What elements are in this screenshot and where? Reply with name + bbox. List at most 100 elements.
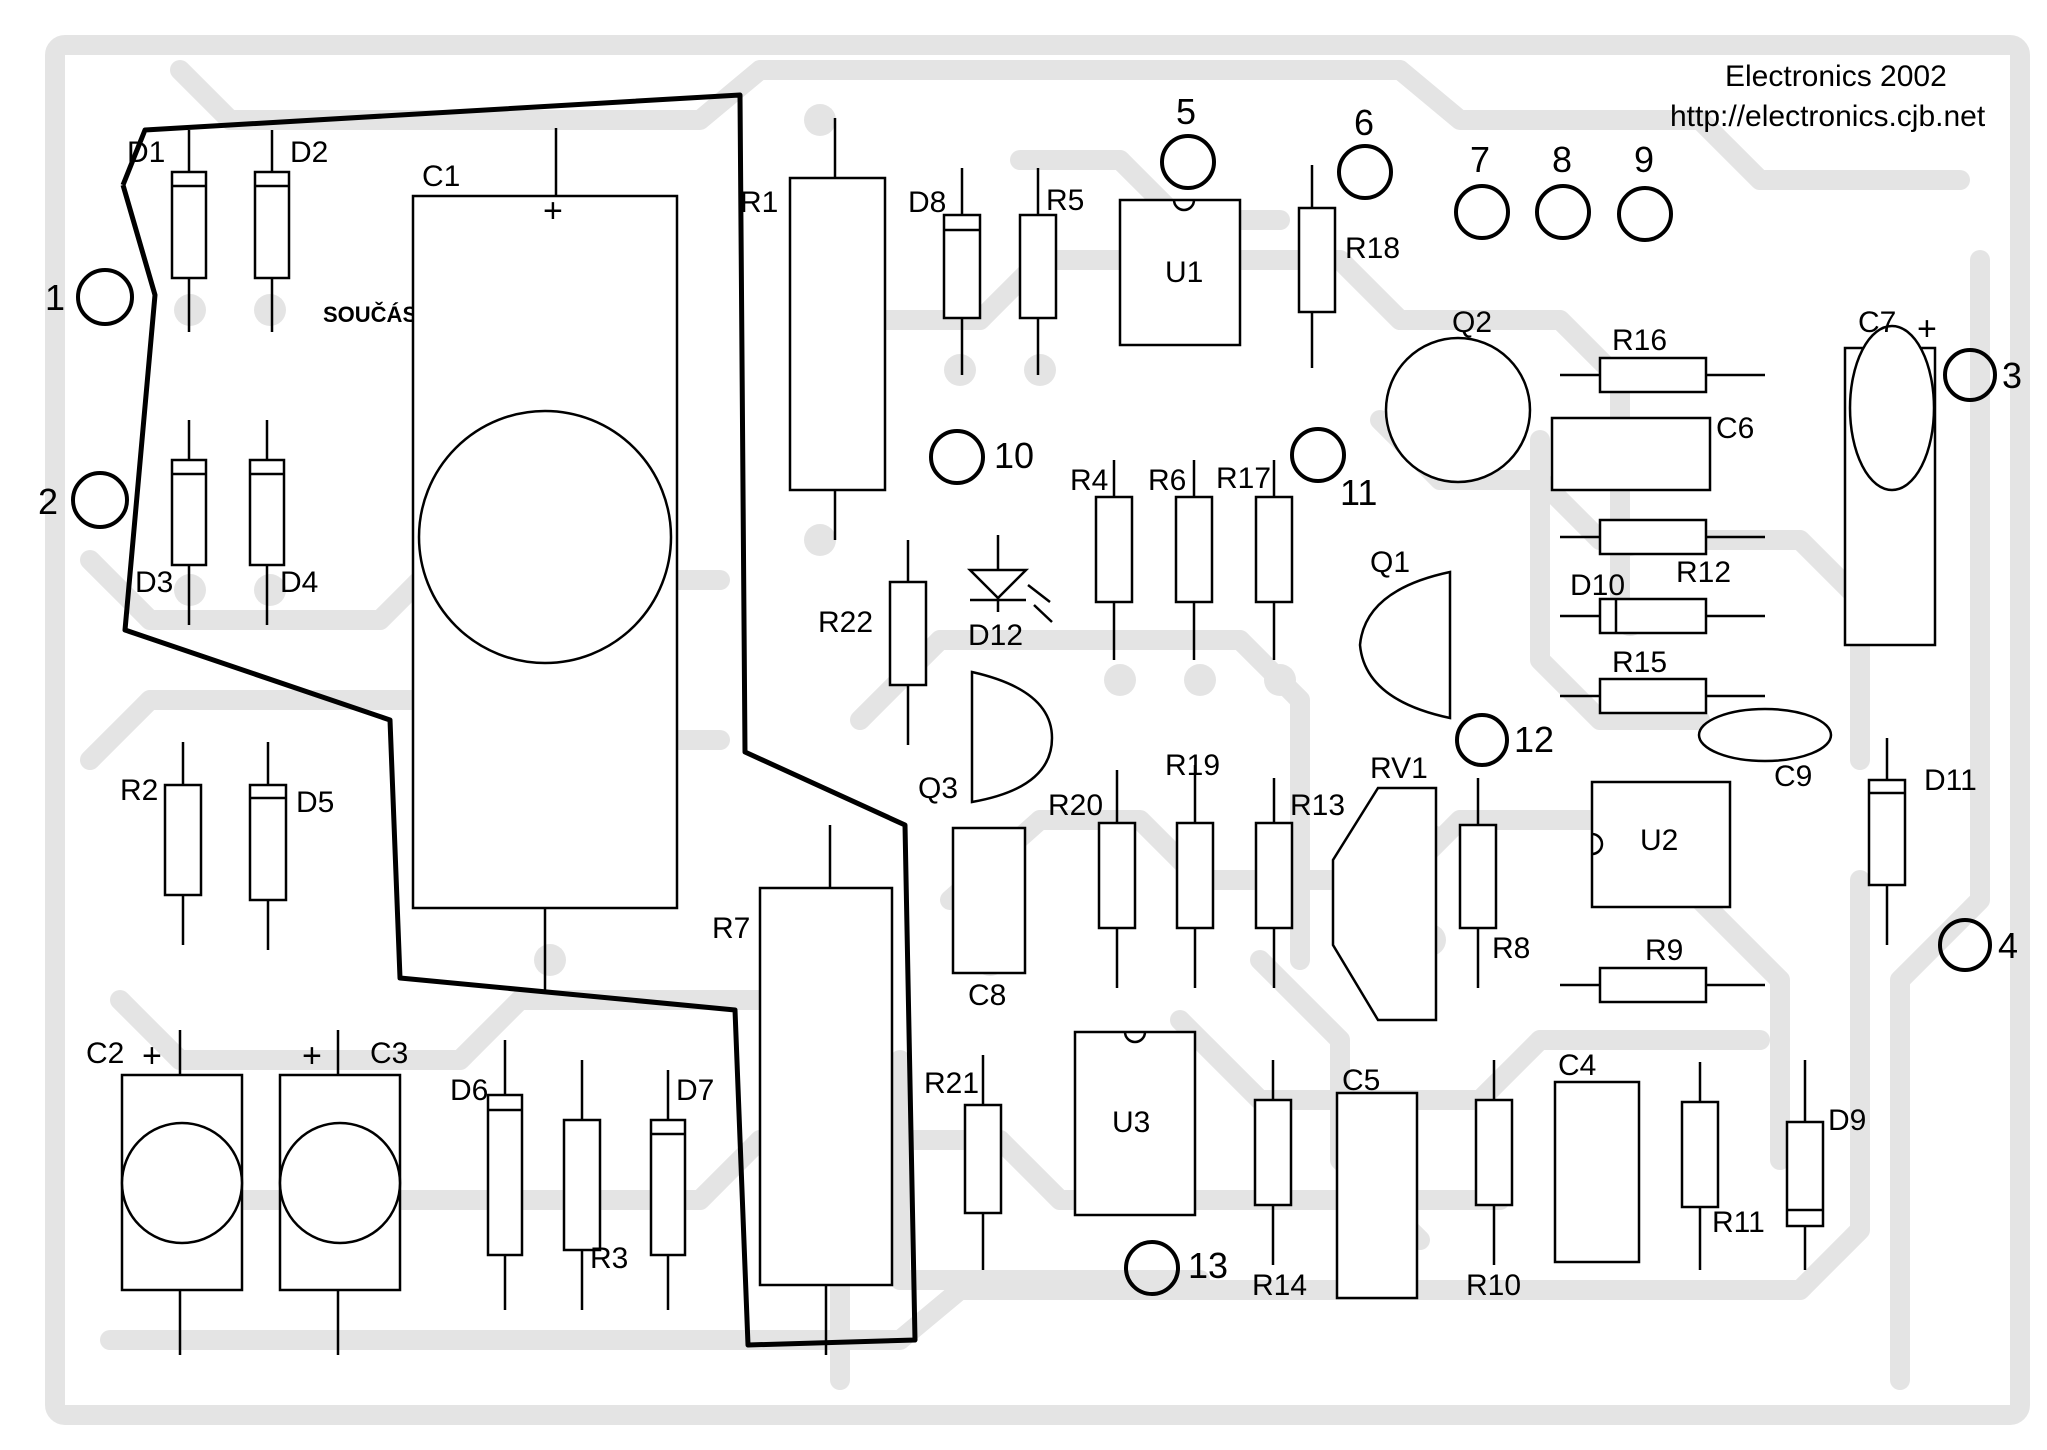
label-rv1: RV1 [1370,752,1428,785]
terminal-label: 5 [1176,91,1196,132]
resistor-r10 [1474,1060,1514,1265]
led-d12 [966,535,1053,623]
terminal-label: 4 [1998,925,2018,966]
resistor-r4 [1094,460,1134,660]
diode-d6 [486,1040,524,1310]
ic-u3 [1073,1030,1197,1217]
label-r10: R10 [1466,1269,1521,1302]
label-r9: R9 [1645,934,1683,967]
resistor-r13 [1254,778,1294,988]
terminal-label: 7 [1470,139,1490,180]
label-r7: R7 [712,912,750,945]
label-d3: D3 [135,566,173,599]
label-r1: R1 [740,186,778,219]
label-c5: C5 [1342,1064,1380,1097]
ic-u2 [1590,780,1732,909]
label-r21: R21 [924,1067,979,1100]
label-r13: R13 [1290,789,1345,822]
diode-d3 [170,420,208,625]
resistor-r2 [163,742,203,945]
label-d1: D1 [127,136,165,169]
label-r15: R15 [1612,646,1667,679]
label-c9: C9 [1774,760,1812,793]
resistor-r12 [1560,518,1765,556]
terminal-label: 1 [45,277,65,318]
diode-d9 [1785,1060,1825,1270]
terminal-5: 5 [1160,91,1216,190]
resistor-r15 [1560,677,1765,715]
resistor-r20 [1097,770,1137,988]
label-c1: C1 [422,160,460,193]
label-q2: Q2 [1452,306,1492,339]
label-r5: R5 [1046,184,1084,217]
label-r17: R17 [1216,462,1271,495]
label-d12: D12 [968,619,1023,652]
terminal-1: 1 [45,268,134,326]
transistor-q2 [1384,336,1532,484]
resistor-r18 [1297,165,1337,368]
label-c4: C4 [1558,1049,1596,1082]
capacitor-c8 [951,826,1027,975]
label-c2: C2 [86,1037,124,1070]
terminal-4: 4 [1938,918,2018,972]
terminal-label: 6 [1354,102,1374,143]
label-r22: R22 [818,606,873,639]
label-d4: D4 [280,566,318,599]
resistor-r7 [758,825,894,1355]
label-u3: U3 [1112,1106,1150,1139]
c1-plus-mark: + [543,192,563,230]
c3-plus-mark: + [302,1037,322,1075]
resistor-r21 [963,1055,1003,1270]
diode-d10 [1560,597,1765,635]
label-c3: C3 [370,1037,408,1070]
terminal-9: 9 [1617,139,1673,242]
label-r18: R18 [1345,232,1400,265]
capacitor-c1 [411,128,679,990]
resistor-r14 [1253,1060,1293,1265]
diode-d5 [248,742,288,950]
terminal-11: 11 [1290,427,1377,513]
label-q3: Q3 [918,772,958,805]
diode-d2 [253,130,291,332]
terminal-3: 3 [1943,348,2022,402]
label-r16: R16 [1612,324,1667,357]
capacitor-c4 [1553,1080,1641,1264]
capacitor-c6 [1550,416,1712,492]
capacitor-c3 [278,1030,402,1355]
label-r3: R3 [590,1242,628,1275]
label-d10: D10 [1570,569,1625,602]
label-r11: R11 [1712,1206,1765,1239]
label-r6: R6 [1148,464,1186,497]
trimmer-rv1 [1331,786,1438,1022]
header-url: http://electronics.cjb.net [1670,100,1986,133]
c2-plus-mark: + [142,1037,162,1075]
terminal-12: 12 [1455,713,1554,767]
resistor-r22 [888,540,928,745]
resistor-r19 [1175,765,1215,988]
terminal-8: 8 [1535,139,1591,240]
ic-u1 [1118,198,1242,347]
label-q1: Q1 [1370,546,1410,579]
transistor-q3 [970,670,1054,804]
terminal-7: 7 [1454,139,1510,240]
c7-plus-mark: + [1917,310,1937,348]
terminal-label: 13 [1188,1245,1228,1286]
resistor-r6 [1174,460,1214,660]
resistor-r11 [1680,1062,1720,1270]
label-c8: C8 [968,979,1006,1012]
diode-d11 [1867,738,1907,945]
label-r14: R14 [1252,1269,1307,1302]
label-r12: R12 [1676,556,1731,589]
label-r8: R8 [1492,932,1530,965]
off-board-outline [120,92,918,1348]
label-r2: R2 [120,774,158,807]
diode-d4 [248,420,286,625]
label-r19: R19 [1165,749,1220,782]
terminal-2: 2 [38,471,129,529]
resistor-r9 [1560,966,1765,1004]
capacitor-c9 [1697,707,1833,763]
resistor-r3 [562,1060,602,1310]
header-title: Electronics 2002 [1725,60,1947,93]
label-d5: D5 [296,786,334,819]
